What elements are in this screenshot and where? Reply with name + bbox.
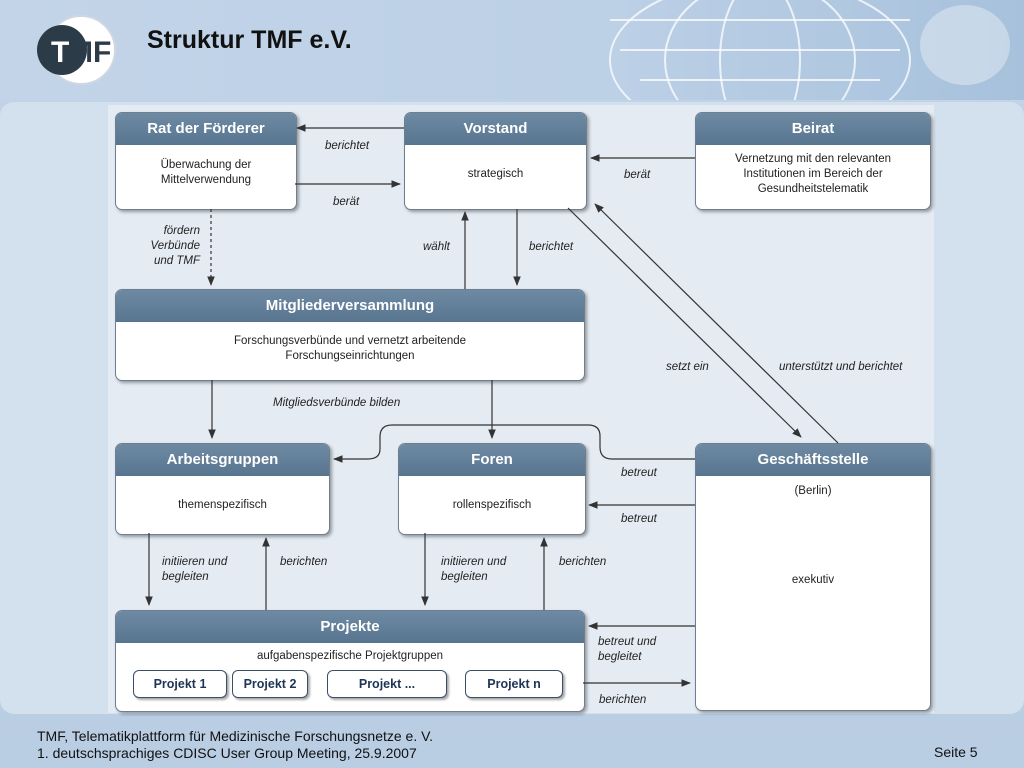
box-title: Foren (399, 444, 585, 476)
label-beraet-beirat: berät (624, 169, 651, 181)
label-betreut-foren: betreut (621, 513, 657, 525)
box-mitgliederversammlung: Mitgliederversammlung Forschungsverbünde… (115, 289, 585, 381)
label-setzt-ein: setzt ein (666, 361, 709, 373)
box-title: Geschäftsstelle (696, 444, 930, 476)
label-foerdern: fördern Verbünde und TMF (150, 225, 200, 267)
label-berichten-foren: berichten (559, 556, 607, 568)
label-initiieren-foren: initiieren und begleiten (441, 556, 507, 583)
box-title: Vorstand (405, 113, 586, 145)
tmf-logo-icon: T MF (37, 15, 116, 85)
label-betreut-begleitet: betreut und begleitet (598, 636, 657, 663)
label-berichten-ag: berichten (280, 556, 328, 568)
svg-text:MF: MF (68, 36, 111, 69)
slide-header: T MF Struktur TMF e.V. (0, 0, 1024, 100)
box-title: Projekte (116, 611, 584, 643)
box-body-location: (Berlin) (794, 485, 832, 497)
label-beraet-rat: berät (333, 196, 360, 208)
box-body: themenspezifisch (178, 499, 267, 511)
box-body: exekutiv (791, 574, 835, 586)
svg-text:T: T (51, 36, 69, 69)
box-body: strategisch (467, 168, 524, 180)
box-body: Forschungsverbünde und vernetzt arbeiten… (233, 335, 467, 362)
label-mitgliedsverbuende: Mitgliedsverbünde bilden (273, 397, 401, 409)
project-item-1: Projekt 1 (133, 670, 227, 698)
box-body: aufgabenspezifische Projektgruppen (256, 650, 444, 662)
box-title: Mitgliederversammlung (116, 290, 584, 322)
page-number: Seite 5 (934, 744, 978, 760)
label-berichtet-rat: berichtet (325, 140, 370, 152)
label-berichten-gs: berichten (599, 694, 647, 706)
label-betreut-ag: betreut (621, 467, 657, 479)
project-item-3: Projekt ... (327, 670, 447, 698)
footer-line-1: TMF, Telematikplattform für Medizinische… (37, 728, 434, 744)
box-geschaeftsstelle: Geschäftsstelle (Berlin) exekutiv (695, 443, 931, 711)
box-title: Arbeitsgruppen (116, 444, 329, 476)
label-berichtet-mv: berichtet (529, 241, 574, 253)
project-item-n: Projekt n (465, 670, 563, 698)
arrow-gs-ag (333, 424, 695, 463)
box-rat-der-foerderer: Rat der Förderer Überwachung der Mittelv… (115, 112, 297, 210)
box-body: Vernetzung mit den relevanten Institutio… (735, 153, 891, 195)
project-item-2: Projekt 2 (232, 670, 308, 698)
box-body: Überwachung der Mittelverwendung (160, 159, 252, 186)
label-waehlt: wählt (423, 241, 450, 253)
globe-decoration-icon (0, 0, 1024, 100)
box-beirat: Beirat Vernetzung mit den relevanten Ins… (695, 112, 931, 210)
box-vorstand: Vorstand strategisch (404, 112, 587, 210)
box-foren: Foren rollenspezifisch (398, 443, 586, 535)
box-title: Beirat (696, 113, 930, 145)
footer-text: TMF, Telematikplattform für Medizinische… (37, 728, 433, 762)
box-arbeitsgruppen: Arbeitsgruppen themenspezifisch (115, 443, 330, 535)
arrow-gs-vorstand (594, 203, 839, 444)
box-title: Rat der Förderer (116, 113, 296, 145)
label-unterstuetzt: unterstützt und berichtet (779, 361, 903, 373)
page-title: Struktur TMF e.V. (147, 26, 352, 54)
box-body: rollenspezifisch (452, 499, 532, 511)
label-initiieren-ag: initiieren und begleiten (162, 556, 228, 583)
footer-line-2: 1. deutschsprachiges CDISC User Group Me… (37, 745, 417, 761)
arrow-vorstand-gs (567, 207, 802, 438)
